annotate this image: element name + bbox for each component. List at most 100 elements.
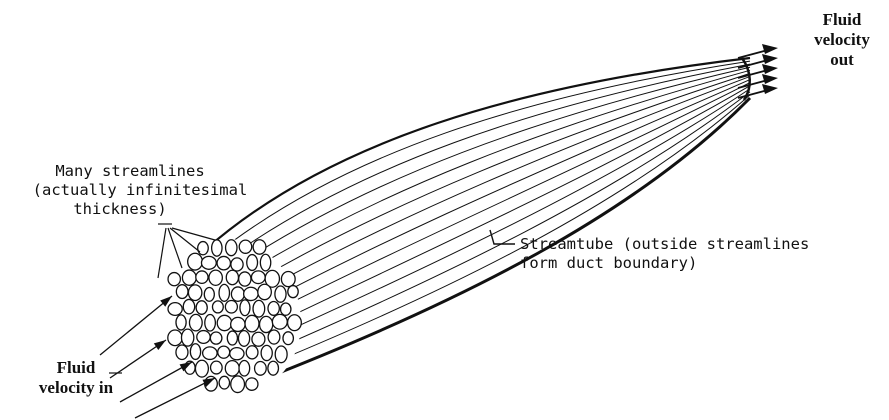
fluid-velocity-out-label: Fluid velocity out: [802, 10, 882, 70]
outlet-arrowhead: [762, 54, 778, 64]
streamline-cell: [226, 240, 237, 256]
streamline-cell: [246, 346, 258, 359]
streamline-cell: [253, 300, 265, 317]
streamline-cell: [204, 287, 214, 301]
streamline-cell: [275, 346, 287, 363]
fluid-velocity-in-label: Fluid velocity in: [20, 358, 132, 398]
streamline-cell: [255, 361, 267, 375]
streamline-cell: [258, 284, 272, 299]
streamline-cell: [176, 315, 186, 330]
fluid-out-line-1: Fluid: [802, 10, 882, 30]
streamline-cell: [176, 285, 188, 299]
streamline-cell: [275, 286, 286, 302]
streamline-cell: [197, 331, 210, 344]
outlet-arrows: [738, 44, 778, 98]
streamline-cell: [230, 348, 244, 360]
streamline-cell: [203, 347, 218, 360]
streamline-cell: [212, 240, 222, 256]
streamline-cell: [268, 361, 279, 375]
streamline-cell: [253, 240, 266, 254]
streamline-cell: [268, 302, 279, 316]
streamline-cell: [245, 315, 259, 332]
outlet-arrowhead: [762, 44, 778, 54]
streamline-cell: [210, 332, 222, 344]
streamline-cell: [231, 317, 245, 331]
streamline-cell: [181, 329, 193, 346]
streamline-cell: [251, 271, 265, 284]
streamline-cell: [260, 254, 270, 271]
streamline-cell: [281, 303, 291, 315]
streamline-cell: [288, 315, 302, 331]
streamline-cell: [195, 360, 208, 377]
streamline-cell: [283, 332, 293, 345]
fluid-out-line-3: out: [802, 50, 882, 70]
streamline-cell: [212, 301, 223, 313]
streamline: [229, 86, 750, 346]
streamline-cell: [231, 258, 243, 271]
streamline-cell: [238, 331, 249, 347]
streamline-cell: [189, 314, 202, 331]
streamline-cell: [239, 240, 251, 253]
inlet-arrowhead: [154, 340, 166, 350]
streamtube-label: Streamtube (outside streamlines form duc…: [520, 235, 809, 273]
streamline-cell: [225, 361, 239, 377]
streamtube-leader-line: [490, 230, 515, 244]
streamtube-line-2: form duct boundary): [520, 254, 809, 273]
outlet-arrowhead: [762, 74, 778, 84]
streamline-cell: [211, 361, 223, 374]
streamline-cell: [239, 272, 251, 286]
streamline-cell: [188, 285, 201, 301]
streamline-cell: [239, 360, 250, 376]
streamline-cell: [244, 287, 258, 300]
streamline: [227, 83, 750, 335]
streamline-cross-section: [143, 221, 321, 411]
streamline-cell: [183, 299, 194, 313]
streamline-cell: [231, 376, 245, 393]
inlet-arrow-shaft: [135, 378, 215, 418]
streamline-cell: [219, 376, 229, 389]
streamline-cell: [260, 316, 273, 332]
streamline-cell: [168, 303, 182, 316]
streamline-cell: [205, 315, 216, 331]
streamline-cell: [225, 300, 237, 313]
streamline-cell: [201, 256, 216, 269]
streamline-cell: [218, 346, 230, 358]
fluid-in-line-2: velocity in: [20, 378, 132, 398]
outlet-arrowhead: [762, 64, 778, 74]
streamline-cell: [268, 330, 280, 344]
outlet-arrowhead: [762, 84, 778, 94]
streamline-cell: [272, 314, 287, 329]
streamline-cell: [198, 242, 209, 255]
streamline-cell: [288, 286, 298, 298]
streamline-cell: [196, 271, 208, 283]
streamline: [235, 92, 750, 367]
streamline: [224, 80, 750, 325]
many-streamlines-line-1: Many streamlines: [0, 162, 260, 181]
streamline-cell: [247, 255, 258, 271]
streamline-cell: [252, 332, 265, 346]
streamline-cell: [190, 344, 200, 360]
streamline-cell: [176, 345, 188, 360]
streamline-cell: [246, 378, 258, 390]
streamline-cell: [209, 270, 222, 285]
streamline-cell: [226, 270, 238, 284]
streamline: [221, 76, 750, 313]
many-streamlines-line-2: (actually infinitesimal: [20, 181, 260, 200]
streamline-cell: [261, 345, 272, 360]
streamline-cell: [168, 273, 180, 286]
fluid-in-line-1: Fluid: [20, 358, 132, 378]
streamline-cell: [281, 271, 295, 286]
streamline-cell: [231, 287, 244, 301]
streamline-cell: [217, 256, 230, 269]
streamline-cell: [168, 330, 182, 346]
streamline-cell: [227, 331, 237, 345]
fluid-out-line-2: velocity: [802, 30, 882, 50]
streamline-cell: [240, 300, 250, 316]
streamline-cell: [219, 284, 229, 301]
streamline-cell: [196, 301, 207, 314]
many-streamlines-line-3: thickness): [0, 200, 260, 219]
many-streamlines-label: Many streamlines (actually infinitesimal…: [20, 162, 260, 219]
streamline-cell: [188, 253, 203, 270]
streamline-cell: [217, 315, 232, 330]
streamline: [208, 61, 750, 261]
